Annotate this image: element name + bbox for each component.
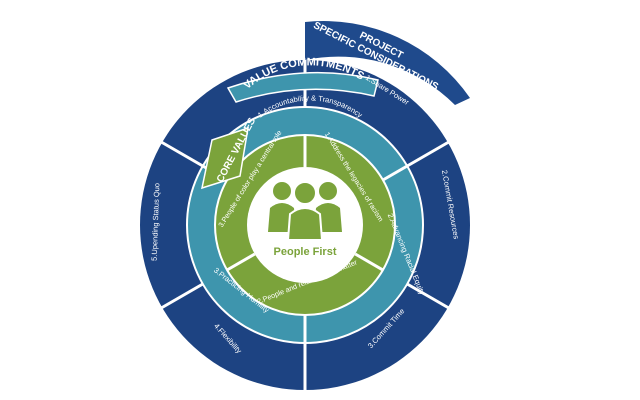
center-hub: People First <box>247 167 363 283</box>
segment-divider <box>158 139 204 168</box>
segment-divider <box>406 139 452 168</box>
segment-divider <box>406 282 452 311</box>
segment-divider <box>354 252 384 272</box>
consideration-5: 5.Upending Status Quo <box>150 183 162 261</box>
segment-divider <box>158 282 204 311</box>
segment-divider <box>226 252 256 272</box>
people-group-icon <box>268 181 342 241</box>
core-dividers <box>226 135 384 272</box>
project-segment <box>305 21 470 105</box>
segment-divider <box>382 164 408 182</box>
center-label: People First <box>274 246 337 258</box>
